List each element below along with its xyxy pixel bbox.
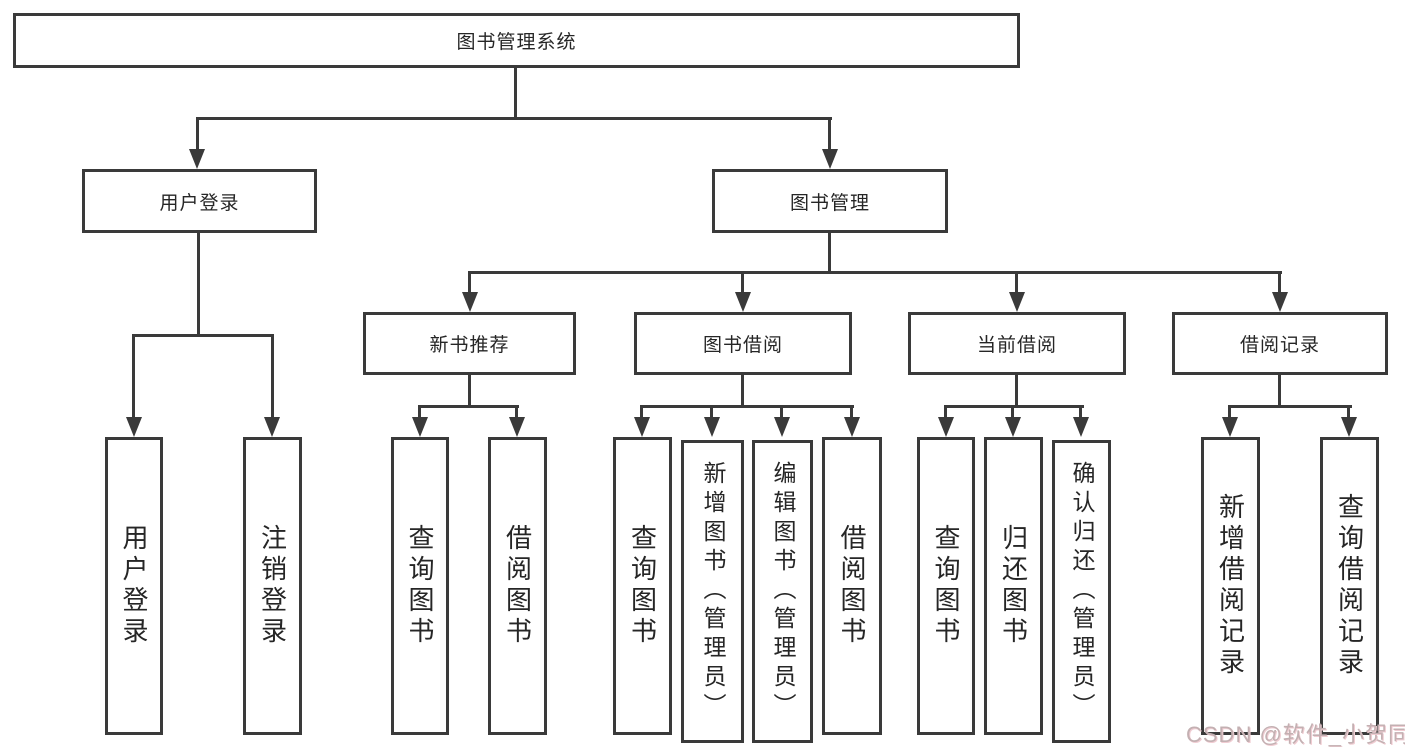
connector-g4-distributor xyxy=(1228,405,1352,408)
arrowhead-leaf-logout xyxy=(264,417,280,437)
connector-user-login-stub xyxy=(196,117,199,150)
node-book-borrow: 图书借阅 xyxy=(634,312,852,375)
node-bb-borrow: 借阅图书 xyxy=(822,437,882,735)
node-new-book-rec: 新书推荐 xyxy=(363,312,576,375)
connector-g1-stub-2 xyxy=(515,405,518,419)
connector-g4-drop xyxy=(1278,375,1281,408)
node-bb-edit: 编辑图书（管理员） xyxy=(752,440,813,743)
arrowhead-bb-query xyxy=(634,417,650,437)
connector-current-borrow-stub xyxy=(1015,271,1018,294)
arrowhead-nb-borrow xyxy=(509,417,525,437)
connector-g3-drop xyxy=(1015,375,1018,408)
node-nb-query: 查询图书 xyxy=(391,437,449,735)
node-borrow-record: 借阅记录 xyxy=(1172,312,1388,375)
node-current-borrow-label: 当前借阅 xyxy=(976,335,1057,356)
node-nb-query-label: 查询图书 xyxy=(405,524,435,648)
connector-book-mgmt-distributor xyxy=(468,271,1282,274)
arrowhead-leaf-user-login xyxy=(126,417,142,437)
arrowhead-cb-confirm xyxy=(1073,417,1089,437)
node-borrow-record-label: 借阅记录 xyxy=(1239,335,1320,356)
node-cb-return: 归还图书 xyxy=(984,437,1043,735)
connector-root-drop xyxy=(514,68,517,118)
node-nb-borrow: 借阅图书 xyxy=(488,437,547,735)
node-cb-confirm: 确认归还（管理员） xyxy=(1052,440,1111,743)
connector-g1-drop xyxy=(468,375,471,408)
connector-g2-stub-4 xyxy=(850,405,853,419)
arrowhead-cb-query xyxy=(938,417,954,437)
connector-g1-distributor xyxy=(418,405,519,408)
node-bb-add-label: 新增图书（管理员） xyxy=(700,461,726,722)
node-leaf-logout: 注销登录 xyxy=(243,437,302,735)
arrowhead-borrow-record xyxy=(1272,292,1288,312)
arrowhead-nb-query xyxy=(412,417,428,437)
node-root-label: 图书管理系统 xyxy=(456,32,577,53)
csdn-watermark: CSDN @软件_小贺同学 xyxy=(1186,722,1405,747)
connector-g2-drop xyxy=(741,375,744,408)
connector-g3-stub-2 xyxy=(1011,405,1014,419)
node-leaf-user-login-label: 用户登录 xyxy=(119,524,149,648)
connector-book-mgmt-stub xyxy=(828,117,831,150)
connector-g3-distributor xyxy=(944,405,1084,408)
connector-g2-stub-2 xyxy=(710,405,713,419)
arrowhead-user-login xyxy=(189,149,205,169)
node-cb-query: 查询图书 xyxy=(917,437,975,735)
node-bb-borrow-label: 借阅图书 xyxy=(837,524,867,648)
node-cb-query-label: 查询图书 xyxy=(931,524,961,648)
node-br-query: 查询借阅记录 xyxy=(1320,437,1379,735)
connector-g2-stub-1 xyxy=(640,405,643,419)
arrowhead-bb-add xyxy=(704,417,720,437)
node-cb-confirm-label: 确认归还（管理员） xyxy=(1069,461,1095,722)
connector-leaf-user-login-stub xyxy=(132,334,135,419)
arrowhead-br-add xyxy=(1222,417,1238,437)
node-leaf-logout-label: 注销登录 xyxy=(257,524,288,648)
node-new-book-rec-label: 新书推荐 xyxy=(429,335,510,356)
connector-g4-stub-2 xyxy=(1347,405,1350,419)
connector-g3-stub-1 xyxy=(944,405,947,419)
connector-borrow-record-stub xyxy=(1278,271,1281,294)
connector-book-mgmt-drop xyxy=(828,233,831,274)
connector-g1-stub-1 xyxy=(418,405,421,419)
arrowhead-bb-edit xyxy=(774,417,790,437)
connector-user-login-drop xyxy=(197,233,200,337)
node-user-login: 用户登录 xyxy=(82,169,317,233)
arrowhead-bb-borrow xyxy=(844,417,860,437)
connector-book-borrow-stub xyxy=(741,271,744,294)
connector-new-book-rec-stub xyxy=(468,271,471,294)
connector-g2-stub-3 xyxy=(780,405,783,419)
node-br-add-label: 新增借阅记录 xyxy=(1215,493,1246,679)
node-book-mgmt-label: 图书管理 xyxy=(789,192,870,214)
arrowhead-new-book-rec xyxy=(462,292,478,312)
node-user-login-label: 用户登录 xyxy=(159,192,240,214)
node-bb-add: 新增图书（管理员） xyxy=(681,440,744,743)
connector-leaf-logout-stub xyxy=(271,334,274,419)
arrowhead-book-mgmt xyxy=(822,149,838,169)
arrowhead-current-borrow xyxy=(1009,292,1025,312)
connector-root-distributor xyxy=(196,117,832,120)
node-br-query-label: 查询借阅记录 xyxy=(1334,493,1365,679)
connector-g4-stub-1 xyxy=(1228,405,1231,419)
connector-g3-stub-3 xyxy=(1079,405,1082,419)
node-br-add: 新增借阅记录 xyxy=(1201,437,1260,735)
arrowhead-book-borrow xyxy=(735,292,751,312)
node-cb-return-label: 归还图书 xyxy=(998,524,1029,648)
node-leaf-user-login: 用户登录 xyxy=(105,437,163,735)
connector-g2-distributor xyxy=(640,405,854,408)
node-book-mgmt: 图书管理 xyxy=(712,169,948,233)
arrowhead-br-query xyxy=(1341,417,1357,437)
node-current-borrow: 当前借阅 xyxy=(908,312,1126,375)
node-book-borrow-label: 图书借阅 xyxy=(702,335,783,356)
arrowhead-cb-return xyxy=(1005,417,1021,437)
node-nb-borrow-label: 借阅图书 xyxy=(502,524,533,648)
node-bb-query: 查询图书 xyxy=(613,437,672,735)
node-root: 图书管理系统 xyxy=(13,13,1020,68)
node-bb-edit-label: 编辑图书（管理员） xyxy=(770,461,796,722)
connector-user-login-distributor xyxy=(132,334,274,337)
node-bb-query-label: 查询图书 xyxy=(627,524,658,648)
